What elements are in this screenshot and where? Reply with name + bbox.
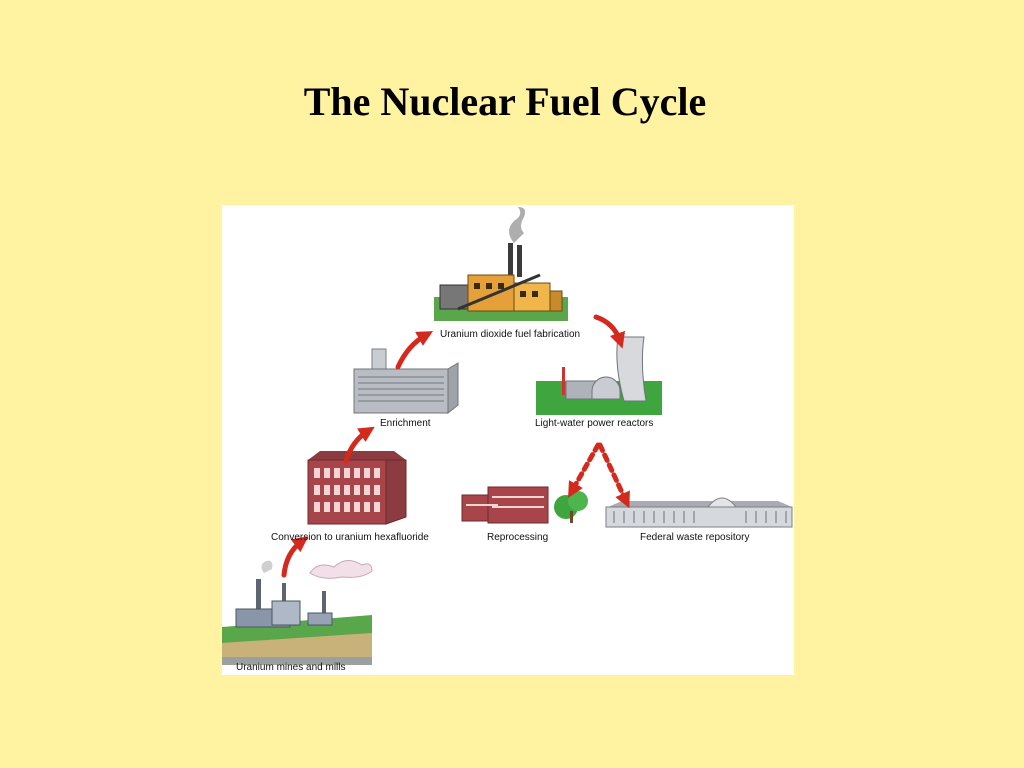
- arrow-conversion-to-enrichment: [343, 426, 375, 464]
- fuel-cycle-diagram: Uranium dioxide fuel fabrication Enrichm…: [222, 205, 794, 675]
- label-power-reactors: Light-water power reactors: [535, 418, 654, 429]
- label-reprocessing: Reprocessing: [487, 532, 549, 543]
- uranium-mines-illustration: [222, 560, 373, 665]
- label-uranium-mines: Uranium mines and mills: [236, 662, 346, 673]
- arrow-mines-to-conversion: [281, 536, 309, 578]
- waste-repository-illustration: [605, 497, 793, 528]
- flow-arrows: [281, 314, 630, 578]
- reprocessing-plant-illustration: [461, 486, 588, 524]
- power-reactor-illustration: [536, 336, 662, 415]
- arrow-enrichment-to-fabrication: [395, 331, 433, 370]
- label-enrichment: Enrichment: [380, 418, 431, 429]
- label-fuel-fabrication: Uranium dioxide fuel fabrication: [440, 329, 581, 340]
- label-waste-repository: Federal waste repository: [640, 532, 750, 543]
- conversion-plant-illustration: [307, 451, 407, 525]
- label-conversion: Conversion to uranium hexafluoride: [271, 532, 429, 543]
- slide-title: The Nuclear Fuel Cycle: [303, 79, 707, 124]
- arrow-fabrication-to-reactors: [593, 314, 626, 349]
- fuel-fabrication-plant-illustration: [434, 207, 568, 321]
- enrichment-plant-illustration: [353, 348, 459, 415]
- arrow-reactors-to-reprocessing: [568, 442, 601, 498]
- arrow-reactors-to-repository: [597, 442, 630, 509]
